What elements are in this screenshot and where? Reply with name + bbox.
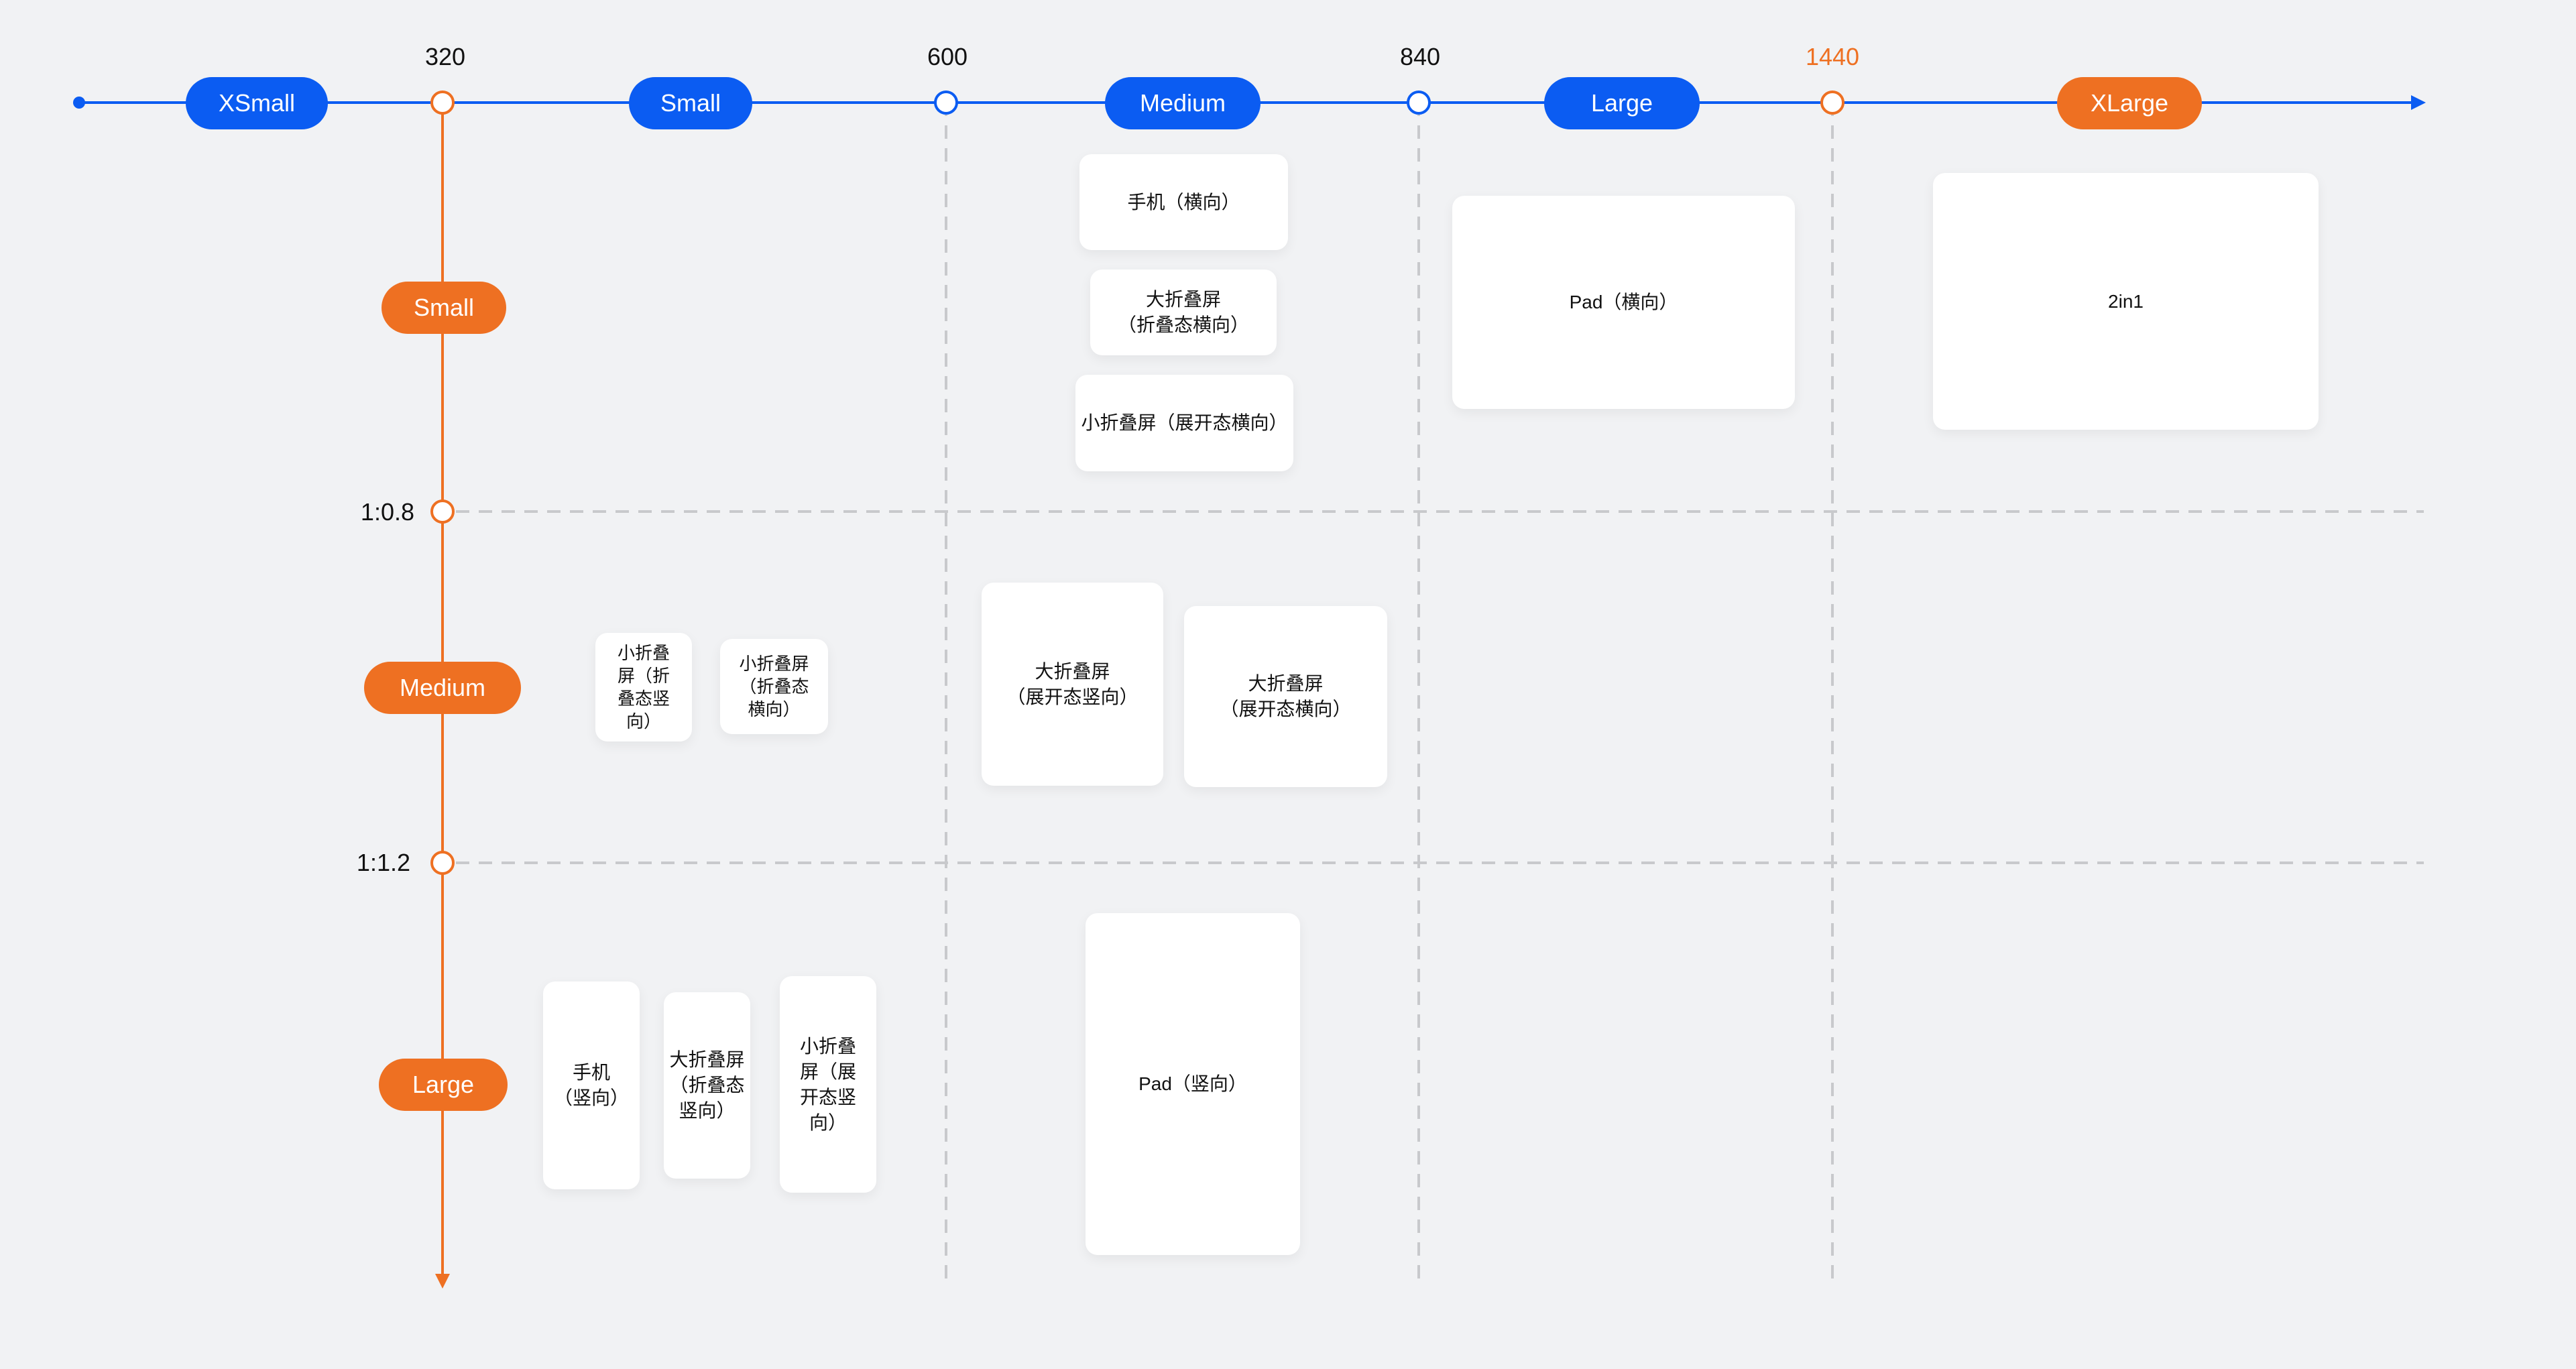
device-small-fold-folded-landscape: 小折叠屏 （折叠态 横向） <box>720 639 828 734</box>
height-axis-arrowhead <box>435 1274 450 1289</box>
device-large-fold-folded-portrait: 大折叠屏 （折叠态 竖向） <box>664 992 750 1179</box>
height-pill-medium: Medium <box>364 662 521 714</box>
device-small-fold-unfolded-landscape: 小折叠屏（展开态横向） <box>1075 375 1293 471</box>
width-axis-origin-dot <box>73 97 85 109</box>
device-small-fold-unfolded-portrait: 小折叠 屏（展 开态竖 向） <box>780 976 876 1193</box>
ratio-label-1-1.2: 1:1.2 <box>356 849 410 876</box>
width-pill-medium: Medium <box>1105 77 1261 129</box>
ratio-circle-1-1.2 <box>430 851 455 875</box>
tick-circle-1440 <box>1820 91 1845 115</box>
device-phone-portrait: 手机 （竖向） <box>543 981 640 1189</box>
tick-circle-840 <box>1407 91 1431 115</box>
height-pill-large: Large <box>379 1059 508 1111</box>
device-large-fold-unfolded-portrait: 大折叠屏 （展开态竖向） <box>982 583 1163 786</box>
width-pill-xlarge: XLarge <box>2057 77 2202 129</box>
ratio-label-1-0.8: 1:0.8 <box>360 498 414 526</box>
width-pill-large: Large <box>1544 77 1700 129</box>
tick-label-320: 320 <box>424 43 466 70</box>
height-pill-small: Small <box>382 282 506 334</box>
width-pill-small: Small <box>629 77 752 129</box>
tick-label-840: 840 <box>1399 43 1441 70</box>
tick-label-1440: 1440 <box>1805 43 1860 70</box>
width-axis-arrowhead <box>2411 95 2426 110</box>
device-phone-landscape: 手机（横向） <box>1079 154 1288 250</box>
tick-circle-320 <box>430 91 455 115</box>
tick-circle-600 <box>934 91 958 115</box>
device-large-fold-folded-landscape: 大折叠屏 （折叠态横向） <box>1090 270 1277 355</box>
device-pad-landscape: Pad（横向） <box>1452 196 1795 409</box>
device-pad-portrait: Pad（竖向） <box>1086 913 1300 1255</box>
device-large-fold-unfolded-landscape: 大折叠屏 （展开态横向） <box>1184 606 1387 787</box>
tick-label-600: 600 <box>927 43 968 70</box>
device-2in1: 2in1 <box>1933 173 2319 430</box>
device-small-fold-folded-portrait: 小折叠 屏（折 叠态竖 向） <box>595 633 692 741</box>
width-pill-xsmall: XSmall <box>186 77 328 129</box>
ratio-circle-1-0.8 <box>430 499 455 524</box>
